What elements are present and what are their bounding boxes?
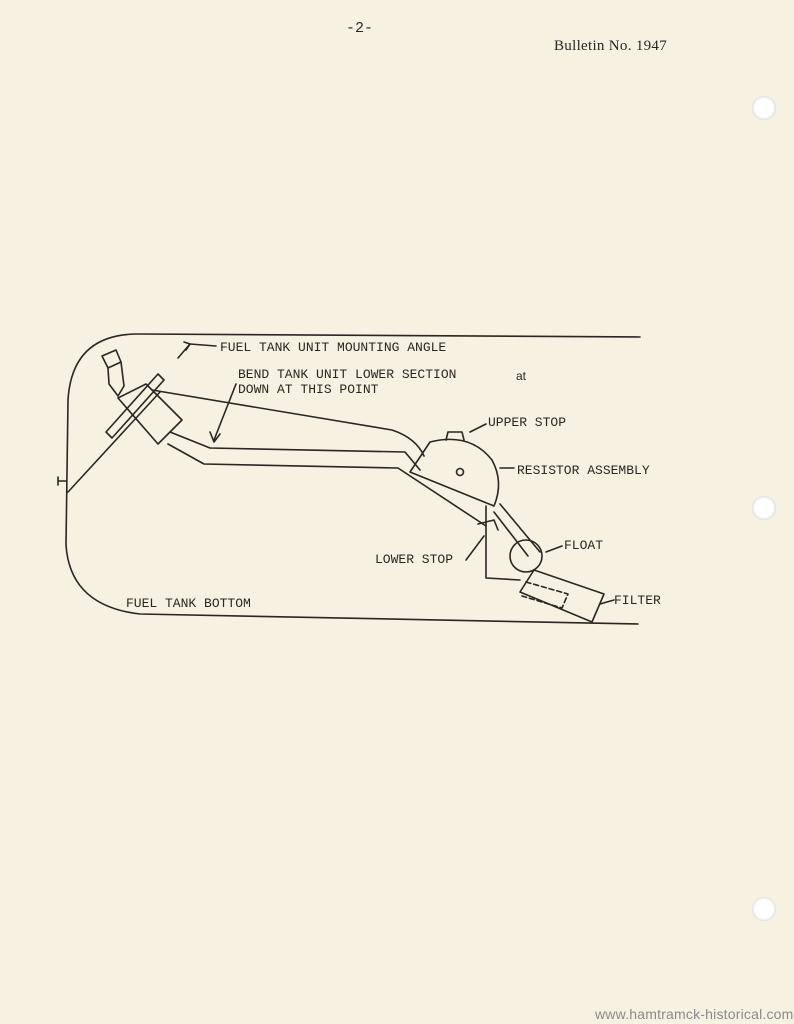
tank-unit-upper-tube: [151, 389, 425, 457]
resistor-pivot: [455, 467, 465, 477]
lower-stop-tab: [477, 519, 499, 531]
upper-stop-tab: [445, 431, 465, 441]
label-bend-line2: DOWN AT THIS POINT: [238, 382, 379, 397]
mounting-angle-bracket: [105, 373, 165, 439]
float-arm: [485, 505, 521, 581]
punch-hole-middle: [752, 496, 776, 520]
leader-arrows: [177, 341, 615, 605]
label-bend-at: at: [516, 369, 527, 383]
label-bend-line1: BEND TANK UNIT LOWER SECTION: [238, 367, 456, 382]
punch-hole-bottom: [752, 897, 776, 921]
label-filter: FILTER: [614, 593, 661, 608]
label-upper-stop: UPPER STOP: [488, 415, 566, 430]
resistor-assembly: [409, 438, 500, 507]
page-number: -2-: [346, 20, 374, 37]
float: [509, 539, 543, 573]
tank-bracket-stub: [57, 476, 67, 486]
label-mounting-angle: FUEL TANK UNIT MOUNTING ANGLE: [220, 340, 446, 355]
label-lower-stop: LOWER STOP: [375, 552, 453, 567]
filter: [519, 569, 605, 623]
site-watermark: www.hamtramck-historical.com: [595, 1006, 794, 1022]
tank-outline: [65, 333, 641, 625]
label-tank-bottom: FUEL TANK BOTTOM: [126, 596, 251, 611]
label-resistor-assembly: RESISTOR ASSEMBLY: [517, 463, 650, 478]
diagonal-guide-line: [67, 391, 161, 493]
bulletin-number: Bulletin No. 1947: [554, 38, 668, 54]
punch-hole-top: [752, 96, 776, 120]
label-float: FLOAT: [564, 538, 603, 553]
mounting-block: [117, 383, 183, 445]
tank-unit-lower-tube: [169, 431, 421, 471]
fuel-fitting: [101, 349, 122, 369]
